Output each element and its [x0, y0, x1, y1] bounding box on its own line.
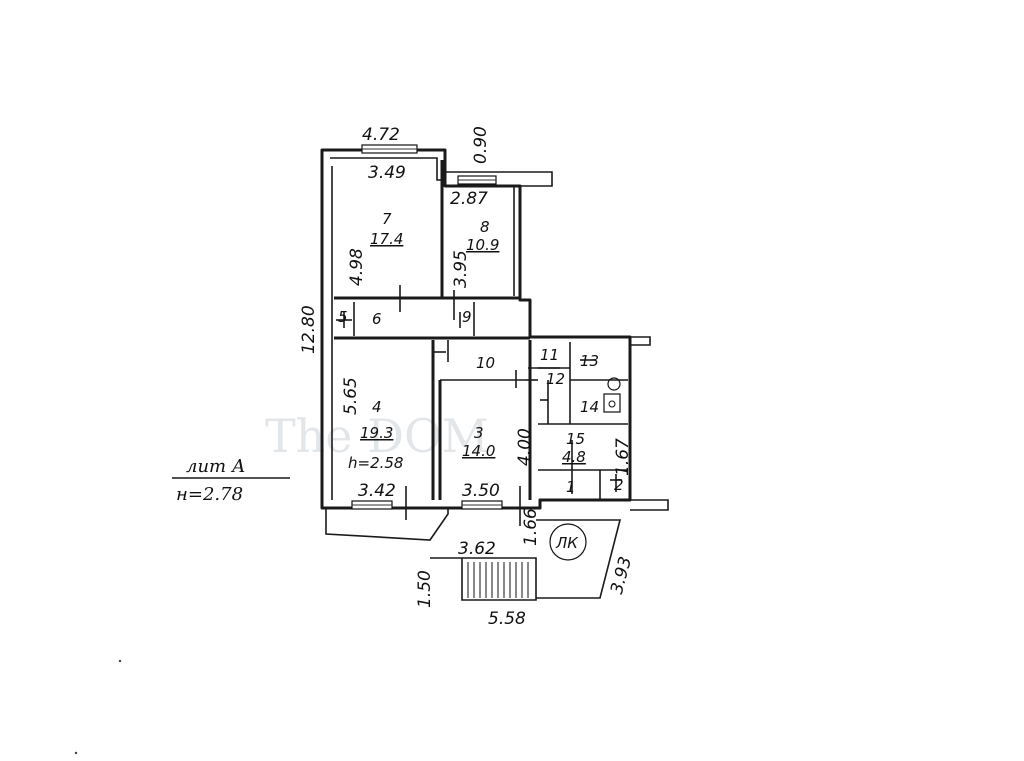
dim-room4-width: 3.42 — [358, 481, 396, 501]
inner-walls — [334, 160, 628, 500]
room-1-number: 1 — [566, 478, 576, 496]
dimension-labels: 4.72 0.90 3.49 2.87 4.98 3.95 12.80 5.65… — [299, 125, 636, 629]
staircase: ЛК — [430, 519, 622, 601]
dim-room15-height: 1.67 — [613, 438, 633, 476]
dim-lower-width: 3.62 — [458, 539, 496, 559]
room-7-area: 17.4 — [370, 230, 403, 248]
room-4-number: 4 — [372, 398, 382, 416]
room-10-number: 10 — [476, 354, 495, 372]
stray-mark — [74, 751, 78, 755]
door-ticks — [336, 285, 622, 526]
room-15-number: 15 — [566, 430, 585, 448]
dim-bottom-total: 5.58 — [488, 609, 526, 629]
dim-lower-small: 1.66 — [521, 508, 541, 546]
staircase-label: ЛК — [555, 534, 579, 552]
room-15-area: 4.8 — [562, 448, 586, 466]
dim-total-height: 12.80 — [299, 305, 319, 354]
room-9-number: 9 — [462, 308, 472, 326]
stray-mark — [118, 659, 122, 663]
room-8-number: 8 — [480, 218, 490, 236]
room-8-area: 10.9 — [466, 236, 499, 254]
room-7-number: 7 — [382, 210, 392, 228]
room-13-number: 13 — [580, 352, 599, 370]
dim-top-ledge: 0.90 — [471, 126, 491, 164]
room-3-area: 14.0 — [462, 442, 495, 460]
room-6-number: 6 — [372, 310, 382, 328]
dim-room3-width: 3.50 — [462, 481, 500, 501]
dim-room3-height: 4.00 — [515, 428, 535, 466]
dim-stair-height: 1.50 — [415, 570, 435, 608]
room-11-number: 11 — [540, 346, 559, 364]
room-2-number: 2 — [614, 476, 624, 494]
building-label-line2: н=2.78 — [176, 484, 243, 505]
outer-walls — [320, 148, 669, 541]
building-label: лит А н=2.78 — [172, 456, 290, 505]
room-5-number: 5 — [338, 308, 348, 326]
windows — [351, 144, 503, 510]
dim-room8-width: 2.87 — [450, 189, 488, 209]
building-label-line1: лит А — [186, 456, 245, 477]
dim-diagonal: 3.93 — [607, 555, 636, 597]
room-3-number: 3 — [474, 424, 484, 442]
room-12-number: 12 — [546, 370, 565, 388]
room-labels: 7 17.4 8 10.9 6 9 5 4 19.3 h=2.58 10 3 1… — [338, 210, 624, 496]
dim-room8-height: 3.95 — [451, 250, 471, 288]
room-4-note: h=2.58 — [348, 454, 403, 472]
room-4-area: 19.3 — [360, 424, 393, 442]
room-14-number: 14 — [580, 398, 599, 416]
watermark: The DOM — [265, 409, 489, 463]
dim-room7-height: 4.98 — [347, 248, 367, 286]
dim-top-total: 4.72 — [362, 125, 400, 145]
dim-room4-height: 5.65 — [341, 377, 361, 415]
dim-room7-width: 3.49 — [368, 163, 406, 183]
